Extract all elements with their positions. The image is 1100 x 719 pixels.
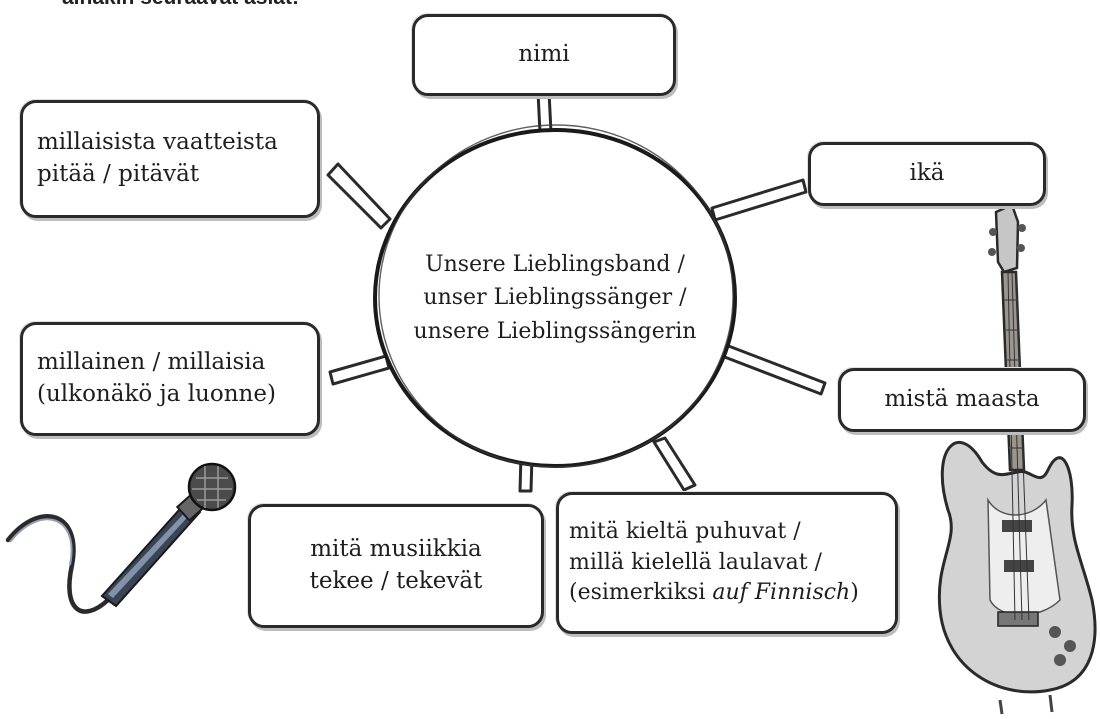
example-prefix: (esimerkiksi xyxy=(569,580,713,606)
hub-circle xyxy=(373,128,737,468)
spoke-country xyxy=(720,343,827,396)
topic-box-clothes: millaisista vaatteista pitää / pitävät xyxy=(20,100,320,218)
spoke-language xyxy=(652,436,697,492)
central-topic-line: unsere Lieblingssängerin xyxy=(413,318,697,344)
topic-text: mistä maasta xyxy=(884,386,1040,413)
topic-box-age: ikä xyxy=(808,142,1046,206)
topic-box-name: nimi xyxy=(412,14,676,96)
topic-box-music: mitä musiikkia tekee / tekevät xyxy=(248,504,544,628)
spoke-clothes xyxy=(326,162,392,230)
microphone-illustration xyxy=(5,462,237,614)
spoke-appearance xyxy=(328,354,391,386)
topic-box-country: mistä maasta xyxy=(838,368,1086,432)
topic-text: mitä kieltä puhuvat / xyxy=(569,519,801,545)
example-suffix: ) xyxy=(850,580,859,606)
example-phrase: auf Finnisch xyxy=(712,580,851,606)
central-topic-line: Unsere Lieblingsband / xyxy=(425,251,685,277)
topic-text: tekee / tekevät xyxy=(309,568,483,594)
electric-guitar-illustration xyxy=(937,203,1097,715)
topic-box-appearance: millainen / millaisia (ulkonäkö ja luonn… xyxy=(20,322,320,436)
central-topic: Unsere Lieblingsband / unser Lieblingssä… xyxy=(380,142,730,454)
topic-text: nimi xyxy=(518,41,570,68)
instruction-text: ainakin seuraavat asiat: xyxy=(62,0,299,10)
topic-text: mitä musiikkia xyxy=(310,536,482,563)
topic-text: (ulkonäkö ja luonne) xyxy=(37,381,276,407)
topic-text: millainen / millaisia xyxy=(37,349,266,376)
topic-text: pitää / pitävät xyxy=(37,161,200,187)
topic-text: ikä xyxy=(909,160,945,187)
topic-text: millä kielellä laulavat / xyxy=(569,549,822,575)
central-topic-line: unser Lieblingssänger / xyxy=(423,285,687,311)
topic-example-line: (esimerkiksi auf Finnisch) xyxy=(569,578,859,608)
topic-text: millaisista vaatteista xyxy=(37,129,278,156)
spoke-name xyxy=(536,90,553,135)
topic-box-language: mitä kieltä puhuvat / millä kielellä lau… xyxy=(556,492,898,634)
